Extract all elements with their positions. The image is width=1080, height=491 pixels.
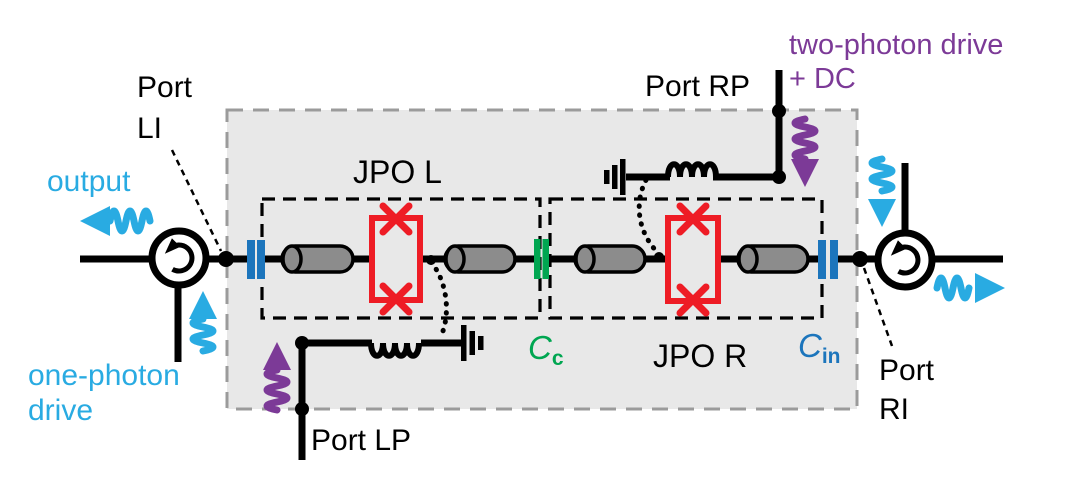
resonator-cylinder-icon [280, 244, 355, 274]
jpo-r-label: JPO R [653, 338, 748, 374]
port-rp-flux-line [604, 70, 783, 195]
right-input-photon-arrow-icon [868, 155, 896, 227]
port-ri-node [852, 251, 868, 267]
rp-inductor-icon [665, 161, 719, 178]
port-li-node [218, 251, 234, 267]
port-rp-label: Port RP [645, 70, 751, 103]
port-ri-label: Port RI [879, 354, 935, 426]
right-circulator-icon [874, 229, 936, 291]
right-output-photon-arrow-icon [933, 273, 1005, 303]
jpo-l-label: JPO L [353, 154, 442, 190]
rp-two-photon-drive-arrow-icon [791, 115, 819, 187]
squid-r-icon [665, 202, 721, 317]
port-li-label: Port LI [137, 71, 193, 146]
rp-ground-icon [604, 159, 626, 195]
coupling-capacitor-label: Cc [528, 329, 564, 370]
lp-inductor-icon [368, 342, 422, 359]
resonator-cylinder-icon [573, 244, 647, 274]
coupling-capacitor-icon [534, 239, 549, 279]
resonator-cylinder-icon [736, 244, 810, 274]
port-li-pointer-line [170, 149, 223, 252]
one-photon-drive-arrow-icon [189, 291, 217, 355]
port-lp-flux-line [298, 325, 484, 460]
left-circulator-icon [148, 227, 210, 289]
one-photon-drive-label: one-photon drive [28, 359, 180, 428]
two-photon-drive-label: two-photon drive + DC [789, 29, 1004, 95]
resonator-cylinder-icon [443, 244, 517, 274]
resonator-cylinders [280, 244, 810, 274]
output-label: output [47, 165, 131, 198]
squid-l-icon [369, 202, 423, 316]
input-capacitor-label: Cin [798, 327, 841, 368]
squid-l-flux-coupling-curve [428, 259, 449, 339]
left-input-capacitor-icon [247, 240, 265, 279]
port-lp-label: Port LP [311, 424, 412, 457]
squid-r-flux-coupling-curve [636, 177, 662, 257]
lp-ground-icon [461, 325, 484, 361]
junction-dots [218, 104, 868, 416]
output-photon-arrow-icon [80, 206, 154, 236]
lp-two-photon-drive-arrow-icon [263, 342, 291, 414]
right-input-capacitor-icon [818, 240, 838, 279]
port-ri-pointer-line [862, 267, 894, 347]
